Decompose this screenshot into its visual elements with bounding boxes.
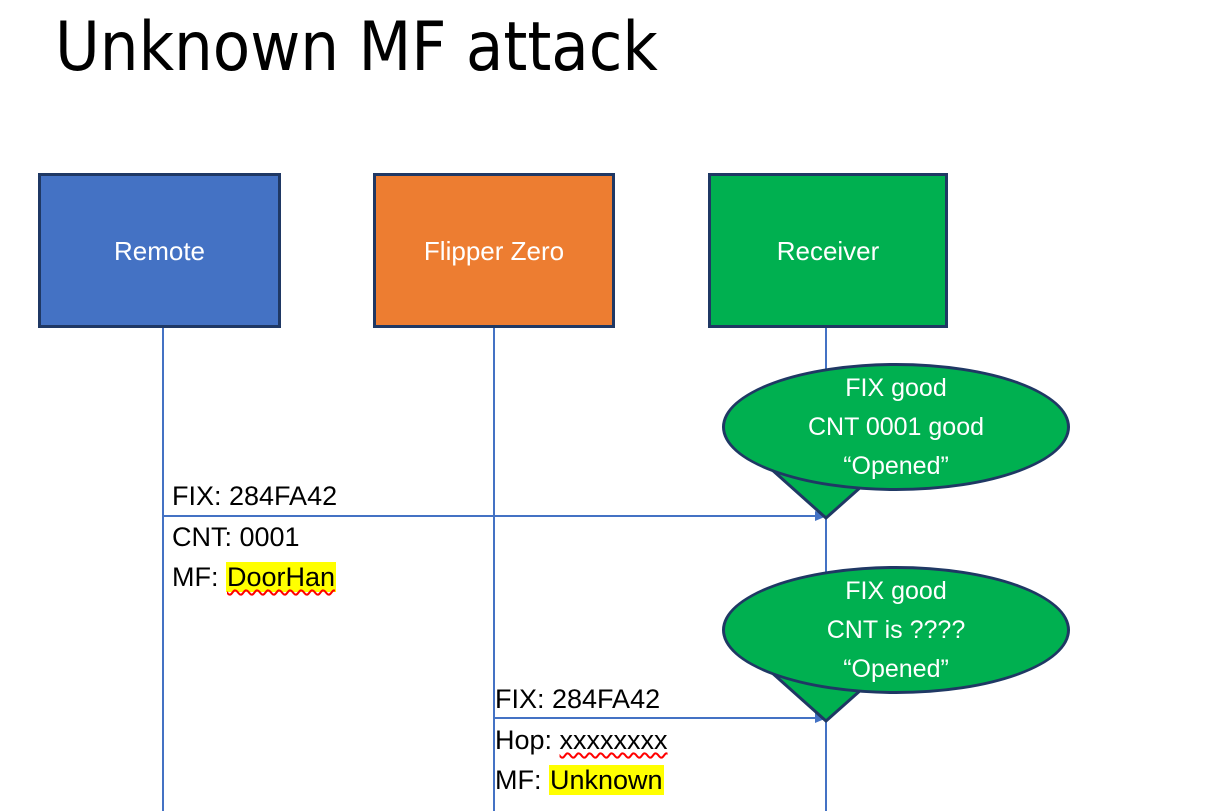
- actor-box-receiver[interactable]: Receiver: [708, 173, 948, 328]
- actor-label-remote: Remote: [113, 235, 206, 266]
- message-2-fix-text: FIX: 284FA42: [495, 684, 661, 714]
- page-title: Unknown MF attack: [55, 8, 658, 87]
- message-1-mf-prefix: MF:: [172, 562, 226, 592]
- message-1-detail-lines: CNT: 0001 MF: DoorHan: [172, 517, 337, 597]
- actor-box-flipper[interactable]: Flipper Zero: [373, 173, 615, 328]
- bubble-1-line-1: FIX good: [845, 373, 947, 402]
- bubble-1-line-3: “Opened”: [843, 451, 949, 480]
- bubble-1-line-2: CNT 0001 good: [807, 412, 985, 441]
- bubble-2-line-2: CNT is ????: [826, 615, 966, 644]
- message-1-cnt-line: CNT: 0001: [172, 517, 336, 557]
- message-1-fix-text: FIX: 284FA42: [172, 481, 338, 511]
- bubble-2-line-3: “Opened”: [843, 654, 949, 683]
- actor-label-receiver: Receiver: [776, 235, 880, 266]
- message-2-hop-prefix: Hop:: [495, 725, 560, 755]
- message-2-mf-prefix: MF:: [495, 765, 549, 795]
- message-2-hop-value: xxxxxxxx: [559, 725, 668, 755]
- speech-bubble-1[interactable]: FIX good CNT 0001 good “Opened”: [722, 363, 1070, 491]
- speech-bubble-2[interactable]: FIX good CNT is ???? “Opened”: [722, 566, 1070, 694]
- actor-box-remote[interactable]: Remote: [38, 173, 281, 328]
- message-1-mf-line: MF: DoorHan: [172, 557, 337, 597]
- message-2-detail-lines: Hop: xxxxxxxx MF: Unknown: [495, 720, 668, 800]
- message-2-hop-line: Hop: xxxxxxxx: [495, 720, 668, 760]
- message-1-cnt-text: CNT: 0001: [172, 522, 300, 552]
- message-1-mf-value: DoorHan: [226, 562, 337, 592]
- message-2-mf-line: MF: Unknown: [495, 760, 668, 800]
- message-2-mf-value: Unknown: [549, 765, 664, 795]
- actor-label-flipper: Flipper Zero: [423, 235, 565, 266]
- message-2-fix-line: FIX: 284FA42: [495, 679, 660, 719]
- bubble-2-line-1: FIX good: [845, 576, 947, 605]
- message-1-fix-line: FIX: 284FA42: [172, 476, 337, 516]
